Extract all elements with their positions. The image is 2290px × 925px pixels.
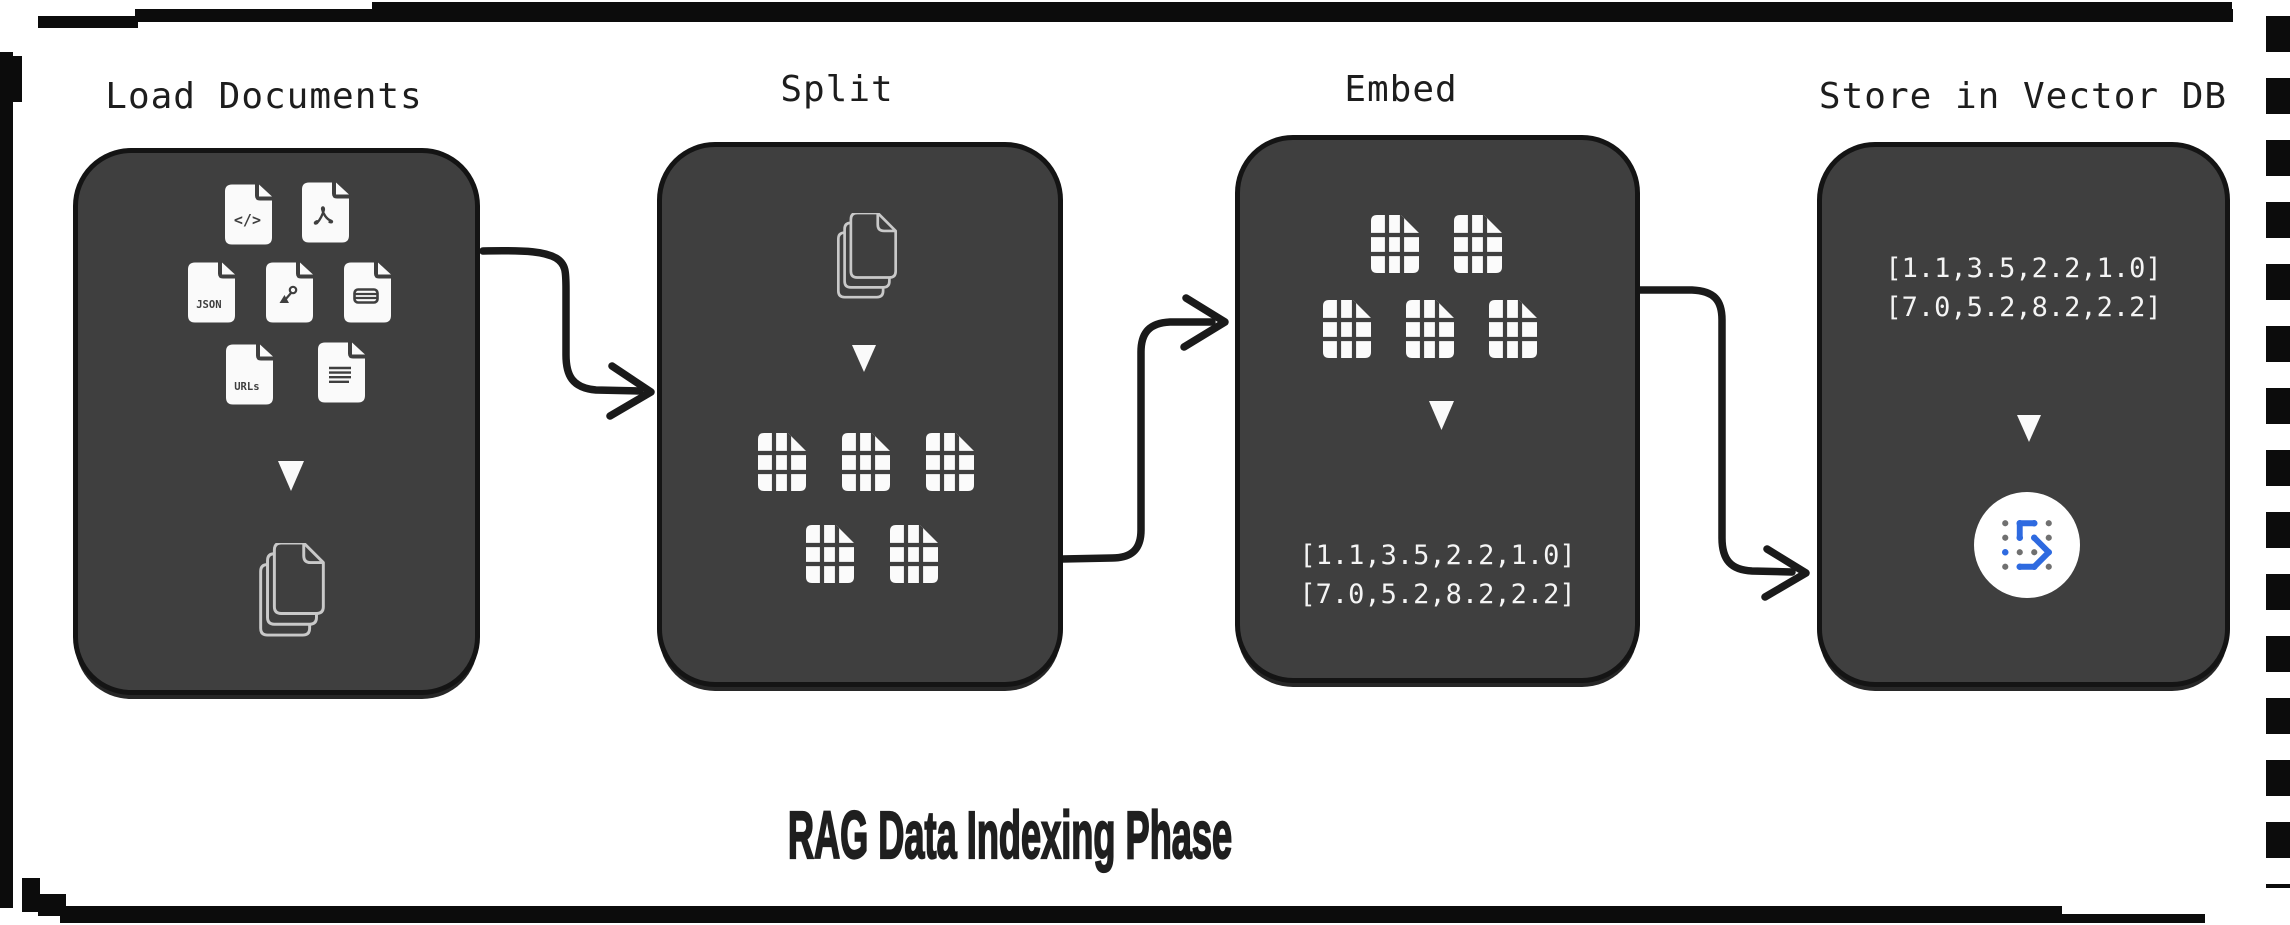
table-file-icon: [342, 261, 394, 324]
table-glyph: [353, 288, 379, 305]
vector-db-logo-glyph: [2001, 519, 2053, 571]
torn-border-left-step: [13, 56, 22, 102]
down-arrow-icon: [278, 461, 304, 491]
document-stack-icon: [834, 213, 900, 299]
panel-split: [657, 142, 1063, 687]
text-lines-glyph: [328, 367, 351, 384]
torn-border-bottom-step: [22, 878, 40, 912]
panel-embed: [1.1,3.5,2.2,1.0] [7.0,5.2,8.2,2.2]: [1235, 135, 1640, 683]
design-glyph: [279, 285, 298, 304]
chunk-grid-icon: [888, 523, 940, 585]
vector-db-logo: [1974, 492, 2080, 598]
pdf-file-icon: [300, 181, 352, 244]
chunk-grid-icon: [756, 431, 808, 493]
torn-border-bottom-2: [2062, 914, 2205, 923]
stage-label-split: Split: [780, 69, 894, 110]
urls-file-badge: URLs: [234, 381, 260, 394]
code-file-icon: </>: [223, 183, 275, 246]
chunk-grid-icon: [1487, 298, 1539, 360]
flow-arrow-1-head: [606, 362, 655, 420]
vector-line: [7.0,5.2,8.2,2.2]: [1299, 579, 1576, 610]
vector-line: [1.1,3.5,2.2,1.0]: [1885, 253, 2162, 284]
torn-border-left: [0, 52, 13, 908]
torn-border-top: [372, 2, 2232, 11]
chunk-grid-icon: [840, 431, 892, 493]
torn-border-bottom-step-2: [38, 894, 66, 916]
design-file-icon: [264, 261, 316, 324]
chunk-grid-icon: [804, 523, 856, 585]
chunk-grid-icon: [1404, 298, 1456, 360]
torn-border-top-2: [135, 9, 2233, 22]
stage-label-embed: Embed: [1344, 69, 1458, 110]
document-stack-icon: [258, 543, 326, 637]
flow-arrow-3: [1635, 286, 1796, 576]
stage-label-store-vector-db: Store in Vector DB: [1818, 76, 2228, 117]
flow-arrow-2-head: [1180, 294, 1229, 351]
vector-line: [7.0,5.2,8.2,2.2]: [1885, 292, 2162, 323]
embedding-vectors: [1.1,3.5,2.2,1.0] [7.0,5.2,8.2,2.2]: [1240, 536, 1635, 614]
vector-line: [1.1,3.5,2.2,1.0]: [1299, 540, 1576, 571]
json-file-badge: JSON: [196, 299, 222, 312]
chunk-grid-icon: [924, 431, 976, 493]
urls-file-icon: URLs: [224, 343, 276, 406]
diagram-title: RAG Data Indexing Phase: [787, 797, 1233, 874]
json-file-icon: JSON: [186, 261, 238, 324]
panel-load-documents: </> JSON: [73, 148, 480, 695]
flow-arrow-1: [479, 247, 644, 395]
chunk-grid-icon: [1369, 213, 1421, 275]
stored-vectors: [1.1,3.5,2.2,1.0] [7.0,5.2,8.2,2.2]: [1822, 249, 2225, 327]
down-arrow-icon: [2017, 415, 2041, 442]
flow-arrow-3-head: [1761, 545, 1810, 601]
text-file-icon: [316, 341, 368, 404]
torn-border-right-dashes: [2266, 16, 2290, 888]
chunk-grid-icon: [1321, 298, 1373, 360]
flow-arrow-2: [1058, 318, 1216, 563]
pdf-glyph: [313, 206, 334, 226]
stage-label-load-documents: Load Documents: [105, 76, 423, 117]
torn-border-bottom: [60, 906, 2062, 923]
torn-border-top-step: [38, 16, 138, 28]
panel-store-vector-db: [1.1,3.5,2.2,1.0] [7.0,5.2,8.2,2.2]: [1817, 142, 2230, 687]
chunk-grid-icon: [1452, 213, 1504, 275]
down-arrow-icon: [852, 345, 876, 372]
code-file-badge: </>: [233, 210, 261, 229]
down-arrow-icon: [1429, 401, 1454, 430]
